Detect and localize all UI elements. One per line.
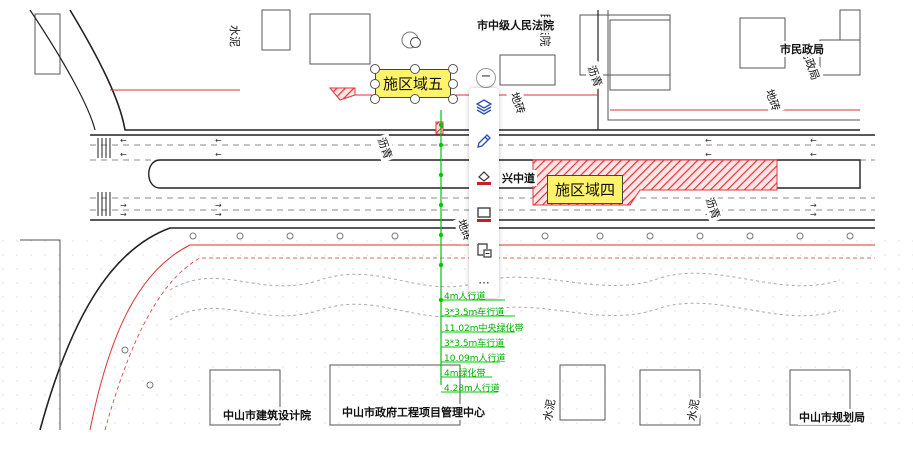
svg-text:←: ← bbox=[120, 150, 127, 159]
resize-handle-tm[interactable] bbox=[410, 64, 420, 74]
svg-text:→: → bbox=[120, 201, 127, 210]
svg-text:→: → bbox=[810, 210, 817, 219]
svg-text:→: → bbox=[810, 201, 817, 210]
svg-text:←: ← bbox=[120, 136, 127, 145]
svg-text:←: ← bbox=[705, 136, 712, 145]
svg-text:→: → bbox=[215, 201, 222, 210]
court-label: 市中级人民法院 bbox=[476, 17, 555, 33]
svg-text:→: → bbox=[120, 210, 127, 219]
more-button[interactable]: ··· bbox=[471, 270, 497, 296]
dimension-label: 4m绿化带 bbox=[444, 369, 486, 379]
dimension-label: 3*3.5m车行道 bbox=[444, 308, 505, 318]
resize-handle-ml[interactable] bbox=[370, 79, 380, 89]
toolbar-collapse-button[interactable]: − bbox=[476, 68, 496, 88]
dimension-label: 4.28m人行道 bbox=[444, 384, 500, 394]
dimension-label: 10.09m人行道 bbox=[444, 354, 506, 364]
pen-icon bbox=[477, 134, 491, 148]
frame-icon bbox=[477, 207, 491, 222]
note-button[interactable] bbox=[471, 237, 497, 263]
svg-text:←: ← bbox=[810, 136, 817, 145]
resize-handle-bl[interactable] bbox=[370, 94, 380, 104]
dimension-label: 3*3.5m车行道 bbox=[444, 339, 505, 349]
more-icon: ··· bbox=[478, 276, 490, 290]
road-text-cement-left: 水泥 bbox=[227, 23, 243, 49]
resize-handle-tr[interactable] bbox=[448, 64, 458, 74]
resize-handle-br[interactable] bbox=[448, 94, 458, 104]
note-icon bbox=[477, 243, 492, 258]
svg-text:←: ← bbox=[705, 150, 712, 159]
planning-bureau-label: 中山市规划局 bbox=[798, 409, 866, 425]
svg-text:←: ← bbox=[215, 136, 222, 145]
dimension-label: 11.02m中央绿化带 bbox=[444, 324, 524, 334]
frame-button[interactable] bbox=[471, 201, 497, 227]
project-center-label: 中山市政府工程项目管理中心 bbox=[341, 404, 486, 420]
design-institute-label: 中山市建筑设计院 bbox=[222, 407, 312, 423]
collapse-label: − bbox=[480, 69, 492, 84]
pen-button[interactable] bbox=[471, 128, 497, 154]
fill-button[interactable] bbox=[471, 164, 497, 190]
rotate-handle[interactable] bbox=[410, 37, 421, 48]
layers-icon bbox=[475, 99, 493, 115]
fill-icon bbox=[477, 171, 491, 185]
svg-text:→: → bbox=[215, 210, 222, 219]
zone-four-label[interactable]: 施区域四 bbox=[547, 175, 624, 204]
road-name-label: 兴中道 bbox=[500, 170, 537, 186]
civil-affairs-label: 市民政局 bbox=[779, 41, 825, 57]
resize-handle-tl[interactable] bbox=[370, 64, 380, 74]
svg-text:←: ← bbox=[215, 150, 222, 159]
resize-handle-bm[interactable] bbox=[410, 94, 420, 104]
floating-toolbar: ··· bbox=[469, 88, 499, 298]
layers-button[interactable] bbox=[471, 94, 497, 120]
svg-text:←: ← bbox=[810, 150, 817, 159]
dimension-label: 4m人行道 bbox=[444, 292, 486, 302]
resize-handle-mr[interactable] bbox=[448, 79, 458, 89]
